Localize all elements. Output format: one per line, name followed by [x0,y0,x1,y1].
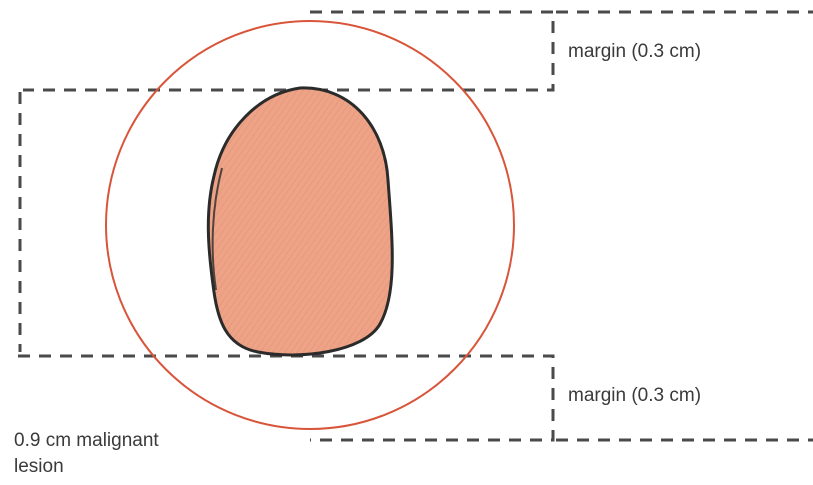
top-margin-bracket [23,12,553,90]
lesion-label-line-1: 0.9 cm malignant [14,428,234,454]
bottom-margin-label: margin (0.3 cm) [568,383,701,409]
top-margin-label: margin (0.3 cm) [568,39,701,65]
lesion-label: 0.9 cm malignant lesion [14,428,234,480]
lesion-shape [208,88,392,355]
lesion-label-line-2: lesion [14,454,234,480]
